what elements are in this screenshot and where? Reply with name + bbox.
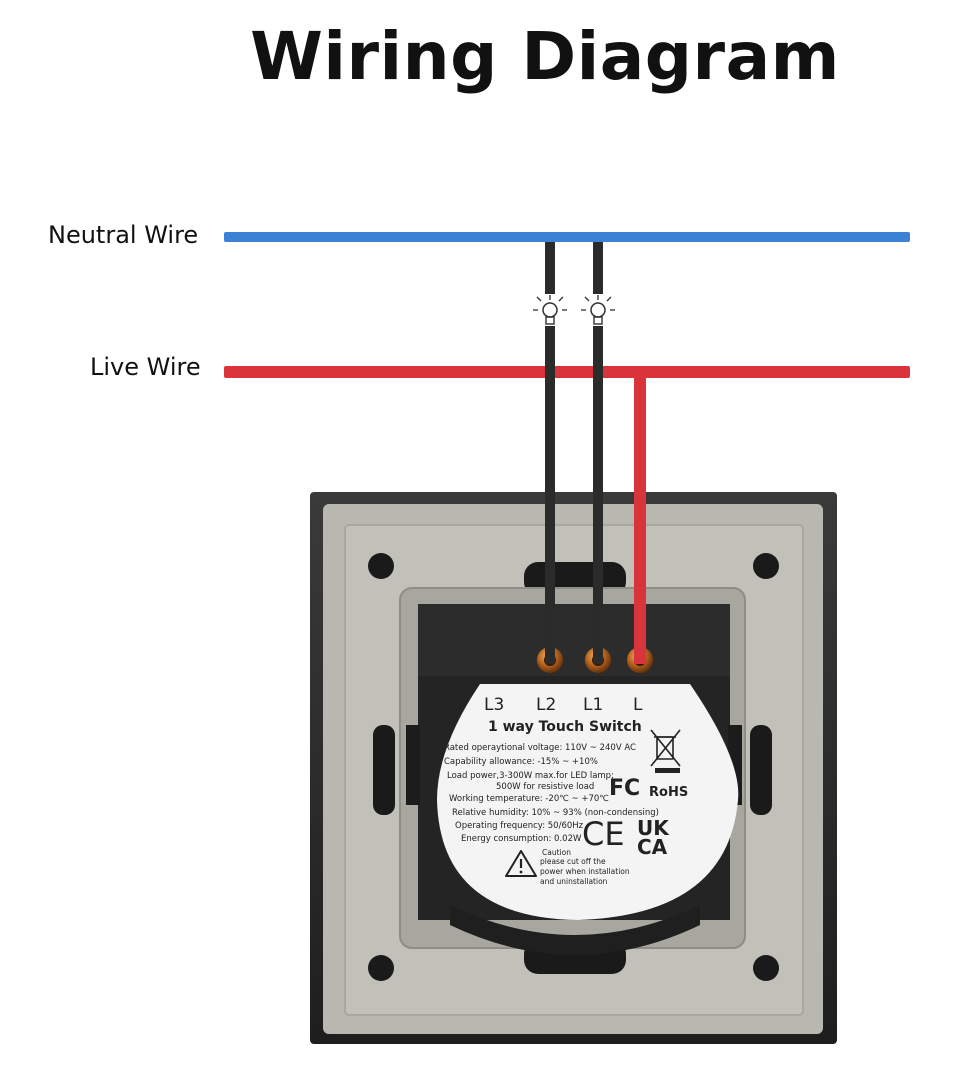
- fc-mark: FC: [609, 776, 640, 801]
- model-name: 1 way Touch Switch: [488, 719, 642, 735]
- bulb-icon: [581, 294, 615, 326]
- bulb-icon: [533, 294, 567, 326]
- spec-line: Load power,3-300W max.for LED lamp;: [447, 771, 614, 781]
- load-wire-l1: [593, 242, 603, 664]
- caution-line: please cut off the: [540, 857, 606, 866]
- terminal-label-l2: L2: [536, 695, 556, 715]
- caution-line: Caution: [542, 848, 571, 857]
- neutral-wire: [224, 232, 910, 242]
- terminal-label-l1: L1: [583, 695, 603, 715]
- terminal-label-l3: L3: [484, 695, 504, 715]
- mounting-hole: [368, 955, 394, 981]
- spec-line: Working temperature: -20℃ ~ +70℃: [449, 794, 609, 804]
- mounting-hole: [368, 553, 394, 579]
- spec-line: Relative humidity: 10% ~ 93% (non-conden…: [452, 808, 659, 818]
- live-wire-label: Live Wire: [90, 353, 201, 381]
- spec-line: 500W for resistive load: [496, 782, 594, 792]
- caution-line: power when installation: [540, 867, 630, 876]
- warning-icon: [505, 850, 537, 877]
- live-drop-wire: [634, 372, 646, 664]
- neutral-wire-label: Neutral Wire: [48, 221, 199, 249]
- spec-label: [437, 684, 739, 920]
- live-wire: [224, 366, 910, 378]
- caution-line: and uninstallation: [540, 877, 608, 886]
- mounting-hole: [753, 553, 779, 579]
- spec-line: Rated operaytional voltage: 110V ~ 240V …: [444, 743, 636, 753]
- spec-line: Capability allowance: -15% ~ +10%: [444, 757, 598, 767]
- spec-line: Operating frequency: 50/60Hz: [455, 821, 584, 831]
- ukca-mark-bottom: CA: [637, 835, 668, 859]
- weee-bin-icon: [650, 729, 681, 773]
- mounting-hole: [753, 955, 779, 981]
- page-title: Wiring Diagram: [250, 18, 840, 95]
- terminal-label-l: L: [633, 695, 643, 715]
- plate-slot: [373, 725, 395, 815]
- ce-mark: CE: [582, 815, 625, 853]
- load-wire-l2: [545, 242, 555, 664]
- ukca-mark-top: UK: [637, 816, 670, 840]
- spec-line: Energy consumption: 0.02W: [461, 834, 582, 844]
- rohs-mark: RoHS: [649, 785, 688, 800]
- plate-slot: [750, 725, 772, 815]
